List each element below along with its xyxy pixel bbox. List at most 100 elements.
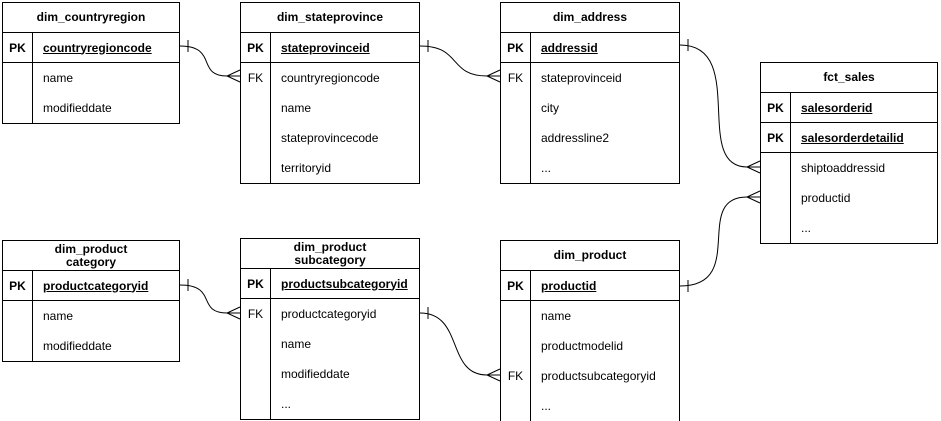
connector-stateprovince-to-address[interactable] xyxy=(419,40,501,83)
entity-title-line: subcategory xyxy=(294,252,366,267)
cardinality-many-crowfoot xyxy=(485,69,501,83)
key-cell xyxy=(241,93,271,123)
field-row-name: name xyxy=(241,93,419,123)
field-row-: ... xyxy=(501,153,679,183)
field-label: territoryid xyxy=(281,161,332,175)
entity-title-fct_sales: fct_sales xyxy=(761,63,937,93)
field-label: productcategoryid xyxy=(281,307,377,321)
relationship-line xyxy=(179,45,228,77)
relationship-line xyxy=(419,312,488,376)
key-cell xyxy=(3,301,33,331)
field-label: ... xyxy=(801,221,812,235)
field-row-addressid: PK addressid xyxy=(501,33,679,63)
field-label: name xyxy=(281,337,312,351)
field-label: addressline2 xyxy=(541,131,610,145)
field-row-productsubcategoryid: PK productsubcategoryid xyxy=(241,269,419,299)
key-cell: PK xyxy=(501,33,531,62)
field-row-productmodelid: productmodelid xyxy=(501,331,679,361)
field-row-productid: productid xyxy=(761,183,937,213)
entity-title-dim_address: dim_address xyxy=(501,3,679,33)
key-cell xyxy=(3,63,33,93)
connector-address-to-fctsales[interactable] xyxy=(679,39,761,174)
field-row-city: city xyxy=(501,93,679,123)
field-label: name xyxy=(541,309,572,323)
field-row-salesorderid: PK salesorderid xyxy=(761,93,937,123)
key-cell: FK xyxy=(501,361,531,391)
field-row-name: name xyxy=(241,329,419,359)
key-cell: PK xyxy=(241,33,271,62)
field-row-countryregioncode: PK countryregioncode xyxy=(3,33,179,63)
connector-productsubcategory-to-product[interactable] xyxy=(419,307,501,382)
connector-product-to-fctsales[interactable] xyxy=(679,190,761,292)
field-label: shiptoaddressid xyxy=(801,161,886,175)
cardinality-many-crowfoot xyxy=(485,368,501,382)
entity-title-line: dim_product xyxy=(553,248,627,262)
relationship-line xyxy=(419,45,488,77)
connector-countryregion-to-stateprovince[interactable] xyxy=(179,40,241,83)
key-cell xyxy=(3,93,33,123)
relationship-line xyxy=(179,284,228,314)
entity-title-line: dim_product xyxy=(54,241,128,256)
field-row-stateprovincecode: stateprovincecode xyxy=(241,123,419,153)
field-label: stateprovinceid xyxy=(541,71,622,85)
field-row-addressline2: addressline2 xyxy=(501,123,679,153)
field-label: ... xyxy=(281,397,292,411)
field-label: modifieddate xyxy=(43,339,112,353)
field-row-name: name xyxy=(3,301,179,331)
field-row-modifieddate: modifieddate xyxy=(3,93,179,123)
key-cell xyxy=(501,153,531,183)
field-label: productsubcategoryid xyxy=(541,369,656,383)
field-row-name: name xyxy=(3,63,179,93)
field-label: salesorderdetailid xyxy=(801,130,904,145)
connector-productcategory-to-productsubcategory[interactable] xyxy=(179,279,241,320)
key-cell xyxy=(241,329,271,359)
key-cell xyxy=(3,331,33,361)
key-cell xyxy=(501,301,531,331)
field-row-modifieddate: modifieddate xyxy=(3,331,179,361)
key-cell: PK xyxy=(241,269,271,298)
relationship-line xyxy=(679,44,748,168)
field-row-name: name xyxy=(501,301,679,331)
key-cell: PK xyxy=(761,123,791,152)
field-label: salesorderid xyxy=(801,100,873,115)
entity-title-line: fct_sales xyxy=(823,70,875,84)
field-label: productmodelid xyxy=(541,339,624,353)
entity-title-line: dim_stateprovince xyxy=(276,10,384,24)
key-cell: FK xyxy=(241,299,271,329)
entity-title-line: dim_address xyxy=(552,10,628,24)
key-cell xyxy=(241,389,271,419)
cardinality-many-crowfoot xyxy=(745,190,761,204)
field-label: addressid xyxy=(541,40,598,55)
field-row-salesorderdetailid: PK salesorderdetailid xyxy=(761,123,937,153)
field-row-modifieddate: modifieddate xyxy=(241,359,419,389)
cardinality-many-crowfoot xyxy=(745,160,761,174)
relationship-line xyxy=(679,196,748,287)
field-label: productcategoryid xyxy=(43,278,149,293)
key-cell xyxy=(241,123,271,153)
key-cell xyxy=(241,359,271,389)
key-cell xyxy=(501,331,531,361)
entity-title-line: category xyxy=(65,254,117,269)
field-label: modifieddate xyxy=(43,101,112,115)
field-label: productsubcategoryid xyxy=(281,276,408,291)
key-cell xyxy=(241,153,271,183)
field-label: countryregioncode xyxy=(43,40,152,55)
entity-title-line: dim_countryregion xyxy=(36,10,146,24)
key-cell xyxy=(761,153,791,183)
key-cell: PK xyxy=(761,93,791,122)
key-cell: PK xyxy=(3,33,33,62)
